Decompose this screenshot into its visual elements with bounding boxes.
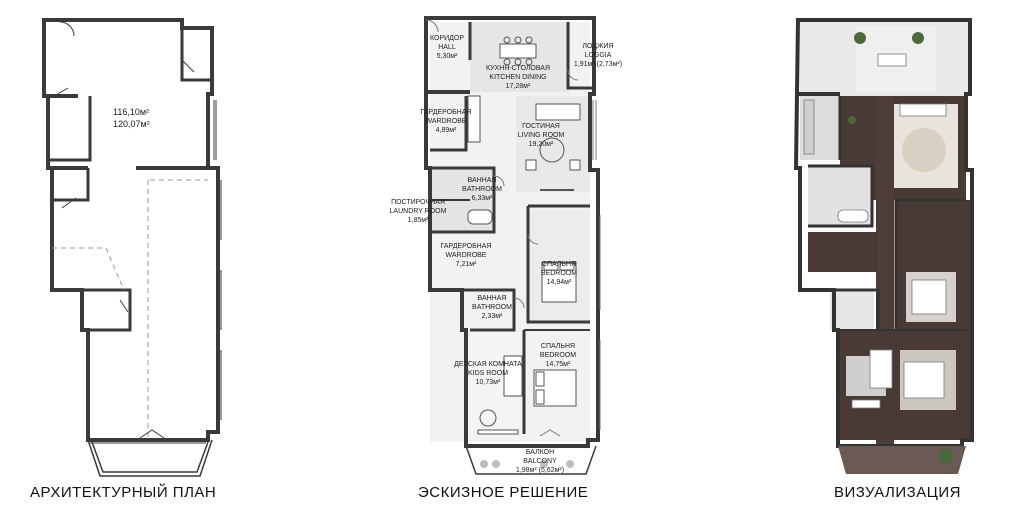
- wardrobe2-area: 7,21м²: [456, 261, 477, 268]
- sketch-windows: [592, 100, 601, 430]
- kids-bed: [503, 355, 523, 397]
- viz-bathtub: [837, 209, 869, 223]
- wardrobe2-label-en: WARDROBE: [446, 252, 487, 259]
- loggia-label-en: LOGGIA: [585, 52, 612, 59]
- balcony-area: 1,98м² (5,62м²): [516, 467, 564, 474]
- laundry-label-en: LAUNDRY ROOM: [390, 208, 447, 215]
- sketch-furniture: [467, 36, 581, 435]
- arch-dashed-zones: [52, 179, 208, 440]
- kitchen-label-ru: КУХНЯ-СТОЛОВАЯ: [486, 65, 550, 72]
- wardrobe1-label-ru: ГАРДЕРОБНАЯ: [421, 109, 472, 116]
- living-area: 19,20м²: [529, 141, 554, 148]
- sketch-door-swings: [425, 19, 579, 437]
- kitchen-counter: [467, 95, 481, 143]
- living-rug: [539, 137, 565, 163]
- bed1-label-ru: СПАЛЬНЯ: [542, 261, 576, 268]
- bath2-area: 2,33м²: [482, 313, 503, 320]
- loggia-area: 1,91м² (2,73м²): [574, 61, 622, 68]
- bed2-area: 14,75м²: [546, 361, 571, 368]
- wardrobe1-area: 4,89м²: [436, 127, 457, 134]
- bath2-label-ru: ВАННАЯ: [478, 295, 507, 302]
- bath2-label-en: BATHROOM: [472, 304, 512, 311]
- sketch-labels: КОРИДОР HALL 5,30м² КУХНЯ-СТОЛОВАЯ KITCH…: [390, 35, 623, 474]
- viz-kids-bed: [869, 349, 893, 389]
- arch-area-2: 120,07м²: [113, 119, 150, 129]
- arch-window-marks: [90, 100, 222, 444]
- kitchen-label-en: KITCHEN DINING: [489, 74, 546, 81]
- arch-door-swings: [53, 21, 195, 439]
- bed1-area: 14,94м²: [547, 279, 572, 286]
- bathtub: [467, 209, 493, 225]
- bed2-label-ru: СПАЛЬНЯ: [541, 343, 575, 350]
- dining-table: [499, 43, 537, 59]
- arch-walls: [42, 18, 220, 442]
- plant-icon: [848, 116, 856, 124]
- kitchen-area: 17,28м²: [506, 83, 531, 90]
- caption-sketch-solution: ЭСКИЗНОЕ РЕШЕНИЕ: [418, 484, 589, 501]
- bath1-label-en: BATHROOM: [462, 186, 502, 193]
- viz-balcony: [838, 446, 966, 474]
- wardrobe1-label-en: WARDROBE: [426, 118, 467, 125]
- caption-visualization: ВИЗУАЛИЗАЦИЯ: [834, 484, 961, 501]
- living-label-en: LIVING ROOM: [518, 132, 565, 139]
- viz-plants: [848, 32, 953, 463]
- kids-label-en: KIDS ROOM: [468, 370, 508, 377]
- arch-area-1: 116,10м²: [113, 107, 149, 117]
- bath1-label-ru: ВАННАЯ: [468, 177, 497, 184]
- plant-icon: [939, 449, 953, 463]
- hall-label-ru: КОРИДОР: [430, 35, 464, 42]
- bed2-label-en: BEDROOM: [540, 352, 576, 359]
- viz-bed-2: [903, 361, 945, 399]
- bed1-label-en: BEDROOM: [541, 270, 577, 277]
- viz-furniture: [803, 53, 947, 409]
- kids-area: 10,73м²: [476, 379, 501, 386]
- balcony-label-ru: БАЛКОН: [526, 449, 554, 456]
- sofa: [535, 103, 581, 121]
- laundry-area: 1,85м²: [408, 217, 429, 224]
- viz-dining-table: [877, 53, 907, 67]
- plant-icon: [912, 32, 924, 44]
- viz-sofa: [899, 103, 947, 117]
- loggia-label-ru: ЛОДЖИЯ: [582, 43, 613, 50]
- hall-label-en: HALL: [438, 44, 456, 51]
- sketch-walls: [424, 16, 600, 448]
- caption-architectural-plan: АРХИТЕКТУРНЫЙ ПЛАН: [30, 484, 217, 501]
- hall-area: 5,30м²: [437, 53, 458, 60]
- laundry-label-ru: ПОСТИРОЧНАЯ: [391, 199, 445, 206]
- sketch-plants: [480, 460, 574, 468]
- balcony-label-en: BALCONY: [523, 458, 557, 465]
- viz-bed-1: [911, 279, 947, 315]
- arch-balcony: [87, 439, 213, 477]
- living-label-ru: ГОСТИНАЯ: [522, 123, 560, 130]
- plant-icon: [854, 32, 866, 44]
- viz-desk: [851, 399, 881, 409]
- wardrobe2-label-ru: ГАРДЕРОБНАЯ: [441, 243, 492, 250]
- viz-kitchen-counter: [803, 99, 815, 155]
- sketch-balcony: [465, 445, 597, 475]
- kids-label-ru: ДЕТСКАЯ КОМНАТА: [454, 361, 522, 368]
- bath1-area: 6,33м²: [472, 195, 493, 202]
